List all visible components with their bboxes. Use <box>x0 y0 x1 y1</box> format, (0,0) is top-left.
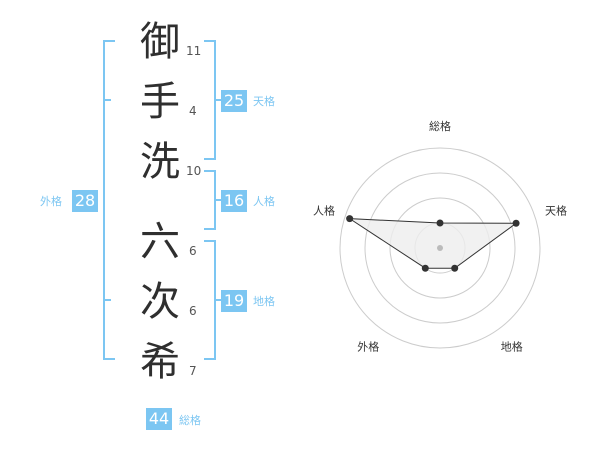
tenkaku-label: 天格 <box>253 95 275 108</box>
radar-point-3 <box>451 264 459 272</box>
stroke-count-3: 10 <box>186 164 202 178</box>
radar-grid-ring <box>339 147 541 349</box>
bracket-tick <box>214 299 222 301</box>
radar-grid-ring <box>389 197 491 299</box>
name-char-5: 次 <box>140 279 180 325</box>
name-char-6: 希 <box>140 339 180 385</box>
bracket-tick <box>103 99 111 101</box>
name-char-1: 御 <box>140 19 180 65</box>
radar-point-2 <box>512 219 520 227</box>
stroke-count-1: 11 <box>186 44 202 58</box>
soukaku-value: 44 <box>146 408 172 430</box>
radar-axis-label-3: 地格 <box>501 340 523 354</box>
gaikaku-value: 28 <box>72 190 98 212</box>
name-char-4: 六 <box>140 219 180 265</box>
stroke-count-2: 4 <box>189 104 197 118</box>
chikaku-label: 地格 <box>253 295 275 308</box>
radar-grid-ring <box>364 172 516 324</box>
gaikaku-bracket <box>103 40 115 360</box>
radar-point-4 <box>421 264 429 272</box>
soukaku-label: 総格 <box>179 414 201 427</box>
stroke-count-6: 7 <box>189 364 197 378</box>
jinkaku-value: 16 <box>221 190 247 212</box>
radar-axis-label-4: 外格 <box>357 340 379 354</box>
radar-series-polygon <box>347 218 518 269</box>
bracket-tick <box>214 99 222 101</box>
gaikaku-label: 外格 <box>40 195 62 208</box>
jinkaku-label: 人格 <box>253 195 275 208</box>
name-char-3: 洗 <box>140 139 180 185</box>
radar-axis-label-2: 天格 <box>545 203 567 217</box>
radar-axis-label-5: 人格 <box>313 203 335 217</box>
radar-point-1 <box>436 219 444 227</box>
radar-axis-label-1: 総格 <box>429 119 451 133</box>
bracket-tick <box>214 199 222 201</box>
stroke-count-4: 6 <box>189 244 197 258</box>
chikaku-value: 19 <box>221 290 247 312</box>
radar-center-dot <box>437 245 443 251</box>
radar-point-5 <box>346 215 354 223</box>
bracket-tick <box>103 299 111 301</box>
name-char-2: 手 <box>140 79 180 125</box>
tenkaku-value: 25 <box>221 90 247 112</box>
stroke-count-5: 6 <box>189 304 197 318</box>
